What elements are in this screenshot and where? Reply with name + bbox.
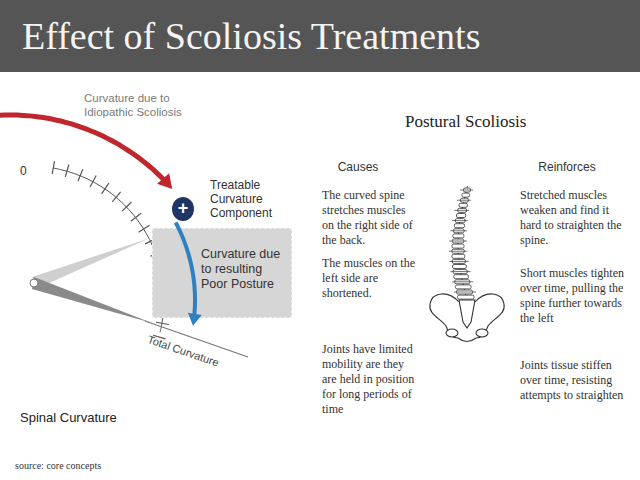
source-note: source: core concepts — [15, 460, 101, 472]
pelvis — [459, 300, 475, 328]
vertebra — [459, 203, 467, 207]
column-heading: Reinforces — [522, 160, 612, 174]
reinforce-text: Stretched muscles weaken and find it har… — [520, 188, 632, 248]
axis-label: Spinal Curvature — [20, 410, 117, 425]
curve-label: Curvature due to Idiopathic Scoliosis — [84, 92, 202, 119]
vertebra — [462, 193, 469, 197]
cause-text: The curved spine stretches muscles on th… — [322, 188, 418, 248]
pelvis — [446, 329, 458, 337]
node-text: + — [172, 197, 194, 219]
pelvis — [430, 294, 459, 338]
pelvis — [475, 294, 504, 338]
vertebra — [456, 285, 472, 289]
vertebra — [454, 275, 469, 279]
column-heading: Causes — [318, 160, 398, 174]
vertebral-process — [449, 261, 468, 262]
pelvis — [458, 338, 476, 342]
vertebra — [458, 295, 474, 299]
idiopathic-arrowhead — [157, 173, 172, 189]
needle-light — [32, 238, 150, 288]
component-label: Treatable Curvature Component — [210, 178, 290, 220]
spine-illustration — [430, 186, 504, 342]
cause-text: Joints have limited mobility are they ar… — [322, 342, 418, 417]
pelvis — [476, 329, 488, 337]
reinforce-text: Joints tissue stiffen over time, resisti… — [520, 358, 632, 403]
vertebra — [452, 244, 464, 248]
vertebra — [456, 214, 465, 218]
vertebral-process — [454, 210, 469, 211]
vertebra — [453, 265, 467, 269]
vertebral-process — [450, 230, 467, 231]
node-text: Curvature due to resulting Poor Posture — [201, 247, 286, 292]
needle-pivot — [30, 279, 38, 287]
cause-text: The muscles on the left side are shorten… — [322, 256, 418, 301]
vertebral-process — [449, 241, 467, 242]
scale-zero: 0 — [20, 164, 27, 178]
vertebral-process — [452, 220, 468, 221]
vertebral-process — [457, 200, 471, 201]
vertebra — [454, 224, 464, 228]
vertebral-process — [450, 271, 470, 272]
section-heading: Postural Scoliosis — [405, 112, 526, 132]
treatable-arrow — [176, 223, 195, 318]
vertebra — [452, 254, 465, 258]
title: Effect of Scoliosis Treatments — [22, 14, 480, 58]
plus-circle: + — [172, 197, 194, 221]
vertebral-process — [460, 190, 473, 191]
vertebra — [453, 234, 464, 238]
vertebral-process — [454, 292, 476, 293]
total-label: Total Curvature — [146, 333, 221, 370]
idiopathic-arrow — [0, 115, 165, 181]
posture-box: Curvature due to resulting Poor Posture — [152, 228, 292, 318]
gauge-tick — [52, 161, 54, 174]
treatable-arrowhead — [188, 313, 202, 326]
vertebral-process — [449, 251, 467, 252]
reinforce-text: Short muscles tighten over time, pulling… — [520, 266, 632, 326]
header-band — [0, 0, 640, 72]
needle-dark — [32, 277, 152, 323]
vertebral-process — [452, 281, 473, 282]
